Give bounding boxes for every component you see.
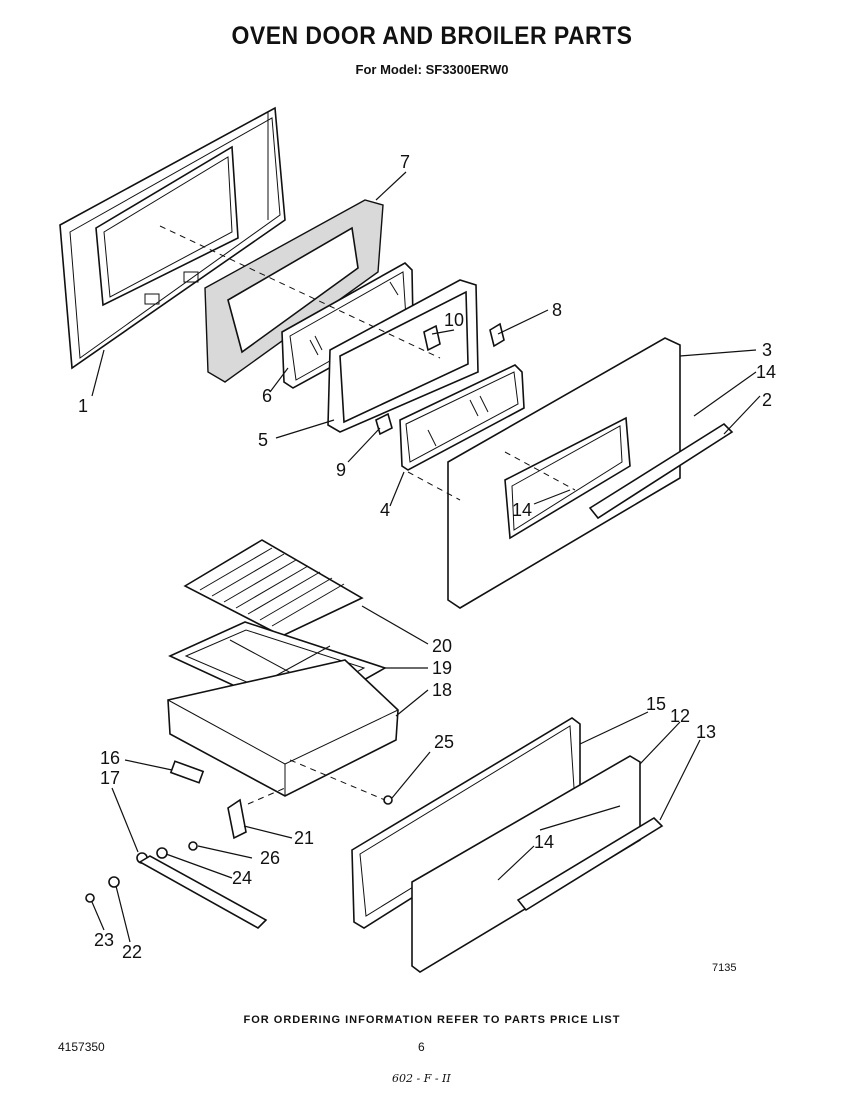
broiler-drawer <box>167 659 399 797</box>
callout-25: 25 <box>434 732 454 752</box>
callout-23: 23 <box>94 930 114 950</box>
bracket-10 <box>423 324 441 352</box>
callout-2: 2 <box>762 390 772 410</box>
model-subtitle: For Model: SF3300ERW0 <box>355 62 509 77</box>
broiler-grid <box>183 539 364 637</box>
callout-15: 15 <box>646 694 666 714</box>
outer-door-panel <box>447 337 681 609</box>
callout-12: 12 <box>670 706 690 726</box>
callout-5: 5 <box>258 430 268 450</box>
glass-retainer-frame <box>327 279 479 433</box>
callout-labels: 1 2 3 4 5 6 7 8 9 10 14 14 14 12 13 15 1… <box>78 152 776 962</box>
page-number: 6 <box>418 1040 425 1054</box>
inner-door-panel <box>59 106 286 370</box>
page-title: OVEN DOOR AND BROILER PARTS <box>231 22 633 50</box>
slide-rail <box>138 855 268 929</box>
callout-1: 1 <box>78 396 88 416</box>
bracket-21 <box>227 798 247 840</box>
callout-18: 18 <box>432 680 452 700</box>
door-gasket <box>204 199 384 383</box>
clip-9 <box>375 412 393 436</box>
callout-19: 19 <box>432 658 452 678</box>
alignment-line <box>504 451 576 491</box>
inner-glass <box>281 262 414 389</box>
callout-24: 24 <box>232 868 252 888</box>
drawer-handle <box>516 816 664 912</box>
outer-glass <box>399 364 525 471</box>
leader-lines <box>91 171 761 943</box>
alignment-line <box>159 225 441 359</box>
alignment-line <box>407 471 461 501</box>
screw-25 <box>383 795 393 805</box>
bracket-8 <box>489 322 505 348</box>
document-number: 4157350 <box>58 1040 105 1054</box>
callout-4: 4 <box>380 500 390 520</box>
screw-23 <box>85 893 95 903</box>
figure-number: 7135 <box>712 962 737 974</box>
callout-13: 13 <box>696 722 716 742</box>
alignment-line <box>247 787 286 805</box>
callout-21: 21 <box>294 828 314 848</box>
door-handle <box>588 422 734 520</box>
callout-17: 17 <box>100 768 120 788</box>
callout-14-window: 14 <box>512 500 532 520</box>
ordering-note: FOR ORDERING INFORMATION REFER TO PARTS … <box>243 1014 621 1026</box>
callout-14-drawer: 14 <box>534 832 554 852</box>
callout-6: 6 <box>262 386 272 406</box>
spring <box>169 760 205 784</box>
handwritten-note: 602 - F - II <box>392 1072 451 1085</box>
screw-26 <box>188 841 198 851</box>
callout-26: 26 <box>260 848 280 868</box>
nut-24 <box>156 847 168 859</box>
callout-14-door: 14 <box>756 362 776 382</box>
callout-10: 10 <box>444 310 464 330</box>
callout-20: 20 <box>432 636 452 656</box>
callout-16: 16 <box>100 748 120 768</box>
callout-9: 9 <box>336 460 346 480</box>
callout-22: 22 <box>122 942 142 962</box>
callout-8: 8 <box>552 300 562 320</box>
callout-3: 3 <box>762 340 772 360</box>
callout-7: 7 <box>400 152 410 172</box>
washer-22 <box>108 876 120 888</box>
